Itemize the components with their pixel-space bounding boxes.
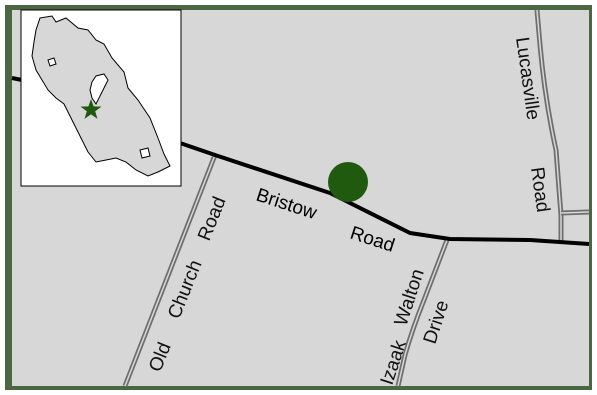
small-boundary-shape-2 [139, 147, 151, 159]
star-icon [80, 99, 102, 119]
minor-roads [122, 9, 590, 387]
location-dot-icon [328, 162, 368, 202]
small-boundary-shape [47, 57, 57, 67]
inset-map [20, 9, 182, 187]
town-boundary-shape [89, 73, 109, 105]
bristow-road-line [11, 76, 590, 246]
county-outline-shape [31, 15, 171, 177]
